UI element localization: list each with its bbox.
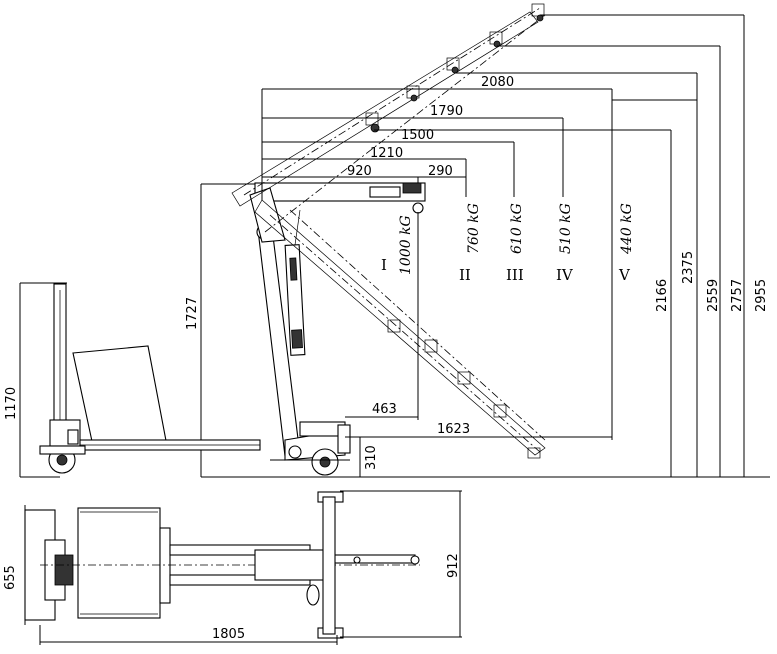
dim-2166: 2166 bbox=[655, 279, 670, 312]
position-III: III bbox=[506, 266, 524, 284]
dim-920: 920 bbox=[347, 164, 372, 179]
vertical-height-dimensions bbox=[374, 14, 745, 477]
dim-1790: 1790 bbox=[430, 104, 463, 119]
stacker-side-view bbox=[19, 282, 261, 478]
horizontal-reach-dimensions bbox=[261, 88, 613, 200]
boom-raised-outline bbox=[231, 3, 546, 233]
dim-463: 463 bbox=[372, 402, 397, 417]
dim-1727: 1727 bbox=[185, 297, 200, 330]
dim-2559: 2559 bbox=[706, 279, 721, 312]
dim-1170: 1170 bbox=[4, 387, 19, 420]
capacity-1000: 1000 kG bbox=[398, 215, 414, 275]
top-view bbox=[24, 491, 420, 639]
capacity-760: 760 kG bbox=[466, 203, 482, 254]
dim-912: 912 bbox=[446, 553, 461, 578]
capacity-440: 440 kG bbox=[619, 203, 635, 255]
dim-2955: 2955 bbox=[754, 279, 769, 312]
dim-2757: 2757 bbox=[730, 279, 745, 312]
position-IV: IV bbox=[556, 266, 574, 284]
position-V: V bbox=[618, 266, 631, 284]
dim-290: 290 bbox=[428, 164, 453, 179]
crane-side-view bbox=[249, 182, 426, 476]
capacity-510: 510 kG bbox=[558, 203, 574, 254]
dim-310: 310 bbox=[364, 445, 379, 470]
dim-655: 655 bbox=[3, 565, 18, 590]
dim-1623: 1623 bbox=[437, 422, 470, 437]
capacity-610: 610 kG bbox=[509, 203, 525, 254]
position-II: II bbox=[459, 266, 471, 284]
position-I: I bbox=[381, 256, 387, 274]
dim-2080: 2080 bbox=[481, 75, 514, 90]
dim-1805: 1805 bbox=[212, 627, 245, 642]
dim-2375: 2375 bbox=[681, 251, 696, 284]
dim-1210: 1210 bbox=[370, 146, 403, 161]
dim-1500: 1500 bbox=[401, 128, 434, 143]
